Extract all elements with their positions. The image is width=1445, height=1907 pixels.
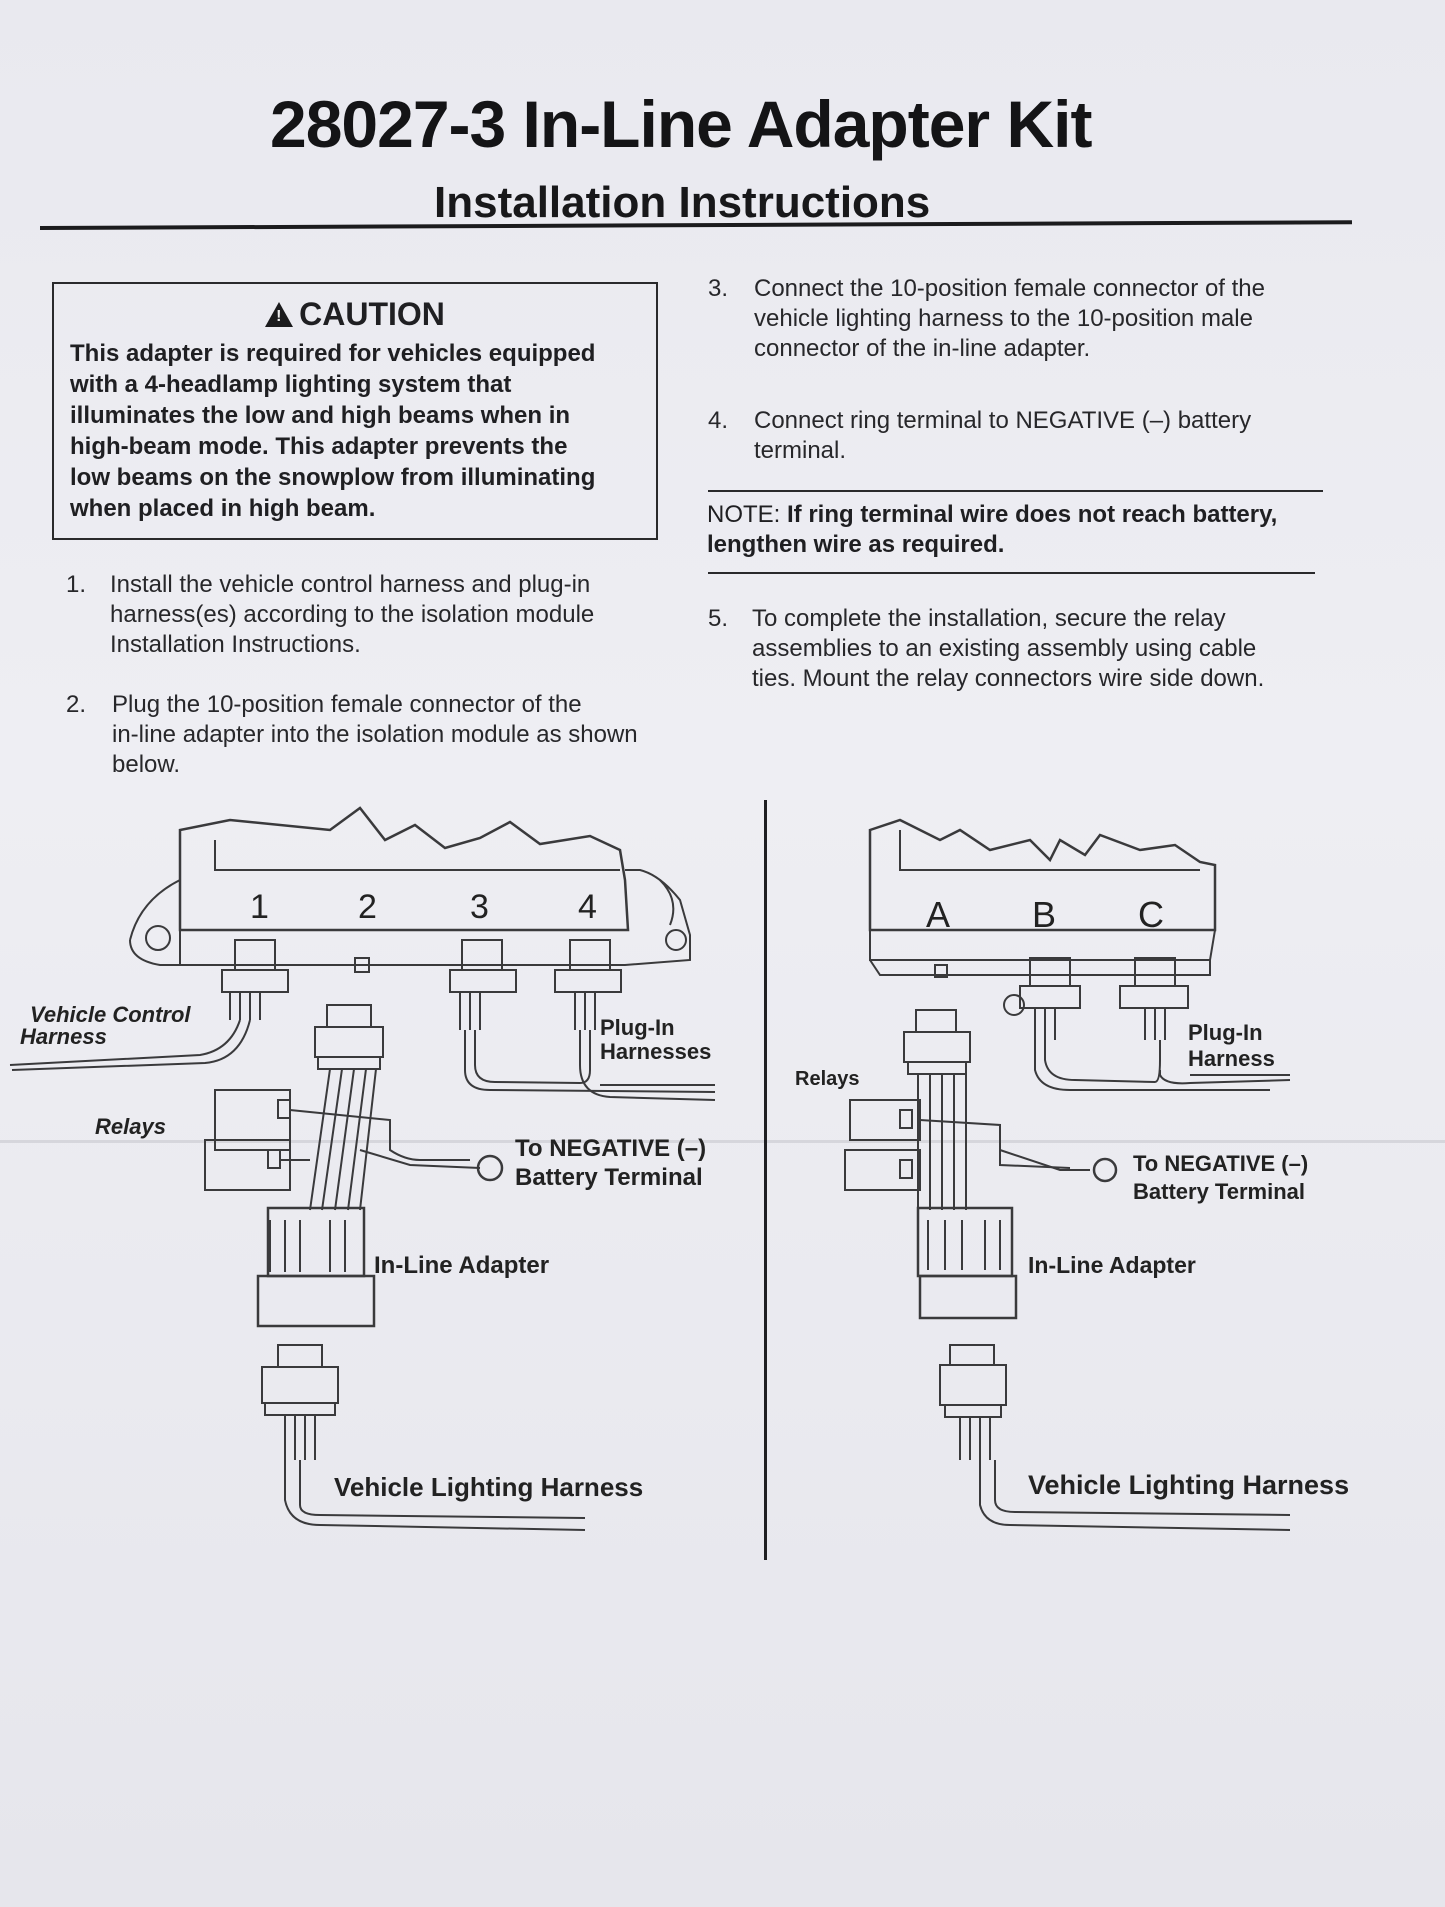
- label-line: To NEGATIVE (–): [515, 1135, 707, 1162]
- note-rule-top: [708, 490, 1323, 492]
- right-harness-wires: [917, 1074, 967, 1210]
- label-line: Plug-In: [600, 1015, 675, 1040]
- left-port-1-label: 1: [250, 888, 269, 926]
- left-relays-label: Relays: [95, 1114, 166, 1139]
- right-plugin-wire: [1034, 1040, 1270, 1091]
- left-harness-wires: [309, 1068, 377, 1211]
- left-inline-top-connector: [314, 1004, 384, 1070]
- left-ring-terminal: [476, 1154, 504, 1182]
- step-line: Connect ring terminal to NEGATIVE (–) ba…: [754, 407, 1252, 434]
- step-line: below.: [112, 751, 181, 778]
- left-vehicle-control-wire: [9, 1019, 241, 1066]
- right-port-b-label: B: [1032, 894, 1057, 935]
- caution-heading: CAUTION: [54, 296, 656, 333]
- caution-box: CAUTION This adapter is required for veh…: [52, 282, 658, 540]
- caution-line: illuminates the low and high beams when …: [70, 402, 571, 429]
- step-number: 5.: [708, 605, 729, 632]
- right-inline-top-connector: [903, 1009, 971, 1075]
- right-lighting-label: Vehicle Lighting Harness: [1028, 1470, 1350, 1500]
- page-subtitle: Installation Instructions: [434, 178, 931, 227]
- caution-line: high-beam mode. This adapter prevents th…: [70, 433, 568, 460]
- left-port-2-label: 2: [358, 888, 377, 926]
- label-line: Battery Terminal: [515, 1164, 703, 1191]
- right-port-a-label: A: [926, 894, 951, 935]
- left-plugin-label: Plug-In Harnesses: [600, 1016, 711, 1064]
- right-port-c-label: C: [1138, 894, 1164, 935]
- step-4: 4. Connect ring terminal to NEGATIVE (–)…: [708, 406, 1348, 476]
- step-line: To complete the installation, secure the…: [752, 605, 1226, 632]
- label-line: Battery Terminal: [1133, 1179, 1305, 1204]
- caution-line: when placed in high beam.: [70, 495, 376, 522]
- note: NOTE: If ring terminal wire does not rea…: [707, 500, 1327, 560]
- right-ring-terminal: [1092, 1157, 1118, 1183]
- diagram-divider: [764, 800, 767, 1560]
- label-line: Harness: [1188, 1046, 1275, 1071]
- right-isolation-module: [868, 818, 1217, 1016]
- left-vehicle-control-label: Vehicle Control Harness: [20, 1002, 191, 1048]
- left-module-connectors: [221, 939, 622, 1030]
- step-number: 2.: [66, 691, 87, 718]
- step-line: Plug the 10-position female connector of…: [112, 691, 582, 718]
- left-isolation-module: [129, 806, 691, 973]
- left-negative-label: To NEGATIVE (–) Battery Terminal: [515, 1134, 706, 1192]
- right-plugin-label: Plug-In Harness: [1188, 1020, 1275, 1072]
- note-rule-bottom: [708, 572, 1315, 574]
- label-line: To NEGATIVE (–): [1133, 1151, 1309, 1176]
- step-1: 1. Install the vehicle control harness a…: [66, 570, 666, 670]
- step-3: 3. Connect the 10-position female connec…: [708, 274, 1348, 374]
- left-port-4-label: 4: [578, 888, 597, 926]
- step-line: Install the vehicle control harness and …: [110, 571, 591, 598]
- caution-heading-text: CAUTION: [299, 296, 445, 332]
- right-negative-label: To NEGATIVE (–) Battery Terminal: [1133, 1150, 1308, 1206]
- left-lighting-label: Vehicle Lighting Harness: [334, 1472, 644, 1502]
- right-inline-adapter-body: [916, 1206, 1018, 1320]
- step-5: 5. To complete the installation, secure …: [708, 604, 1348, 704]
- step-number: 4.: [708, 407, 729, 434]
- step-line: terminal.: [754, 437, 847, 464]
- caution-line: This adapter is required for vehicles eq…: [70, 340, 596, 367]
- left-port-3-label: 3: [470, 888, 489, 926]
- left-lighting-connector: [261, 1344, 586, 1531]
- left-inline-adapter-body: [256, 1206, 376, 1328]
- note-line: If ring terminal wire does not reach bat…: [787, 501, 1278, 528]
- label-line: Harness: [20, 1024, 107, 1049]
- right-relays: [844, 1099, 1071, 1191]
- right-lighting-connector: [939, 1344, 1291, 1531]
- left-inline-label: In-Line Adapter: [374, 1252, 550, 1279]
- right-negative-wire: [999, 1149, 1090, 1171]
- step-line: assemblies to an existing assembly using…: [752, 635, 1257, 662]
- label-line: Vehicle Control: [30, 1002, 191, 1027]
- note-label: NOTE:: [707, 501, 781, 528]
- step-2: 2. Plug the 10-position female connector…: [66, 690, 686, 790]
- step-line: connector of the in-line adapter.: [754, 335, 1091, 362]
- caution-line: with a 4-headlamp lighting system that: [70, 371, 512, 398]
- note-line: lengthen wire as required.: [707, 531, 1005, 558]
- left-plugin-wire: [464, 1030, 716, 1093]
- left-negative-wire: [359, 1149, 481, 1169]
- label-line: Plug-In: [1188, 1020, 1263, 1045]
- right-module-connectors: [1019, 957, 1189, 1040]
- step-line: harness(es) according to the isolation m…: [110, 601, 595, 628]
- left-relays: [204, 1089, 470, 1191]
- step-line: Installation Instructions.: [110, 631, 361, 658]
- label-line: Harnesses: [600, 1039, 712, 1064]
- caution-line: low beams on the snowplow from illuminat…: [70, 464, 596, 491]
- step-line: Connect the 10-position female connector…: [754, 275, 1265, 302]
- step-line: ties. Mount the relay connectors wire si…: [752, 665, 1265, 692]
- caution-text: This adapter is required for vehicles eq…: [70, 338, 640, 524]
- step-number: 1.: [66, 571, 87, 598]
- step-line: in-line adapter into the isolation modul…: [112, 721, 638, 748]
- step-number: 3.: [708, 275, 729, 302]
- step-line: vehicle lighting harness to the 10-posit…: [754, 305, 1253, 332]
- warning-triangle-icon: [265, 302, 294, 327]
- page-title: 28027-3 In-Line Adapter Kit: [270, 87, 1092, 161]
- paper-fold-crease: [0, 1140, 1445, 1143]
- right-inline-label: In-Line Adapter: [1028, 1252, 1196, 1278]
- right-relays-label: Relays: [795, 1068, 860, 1090]
